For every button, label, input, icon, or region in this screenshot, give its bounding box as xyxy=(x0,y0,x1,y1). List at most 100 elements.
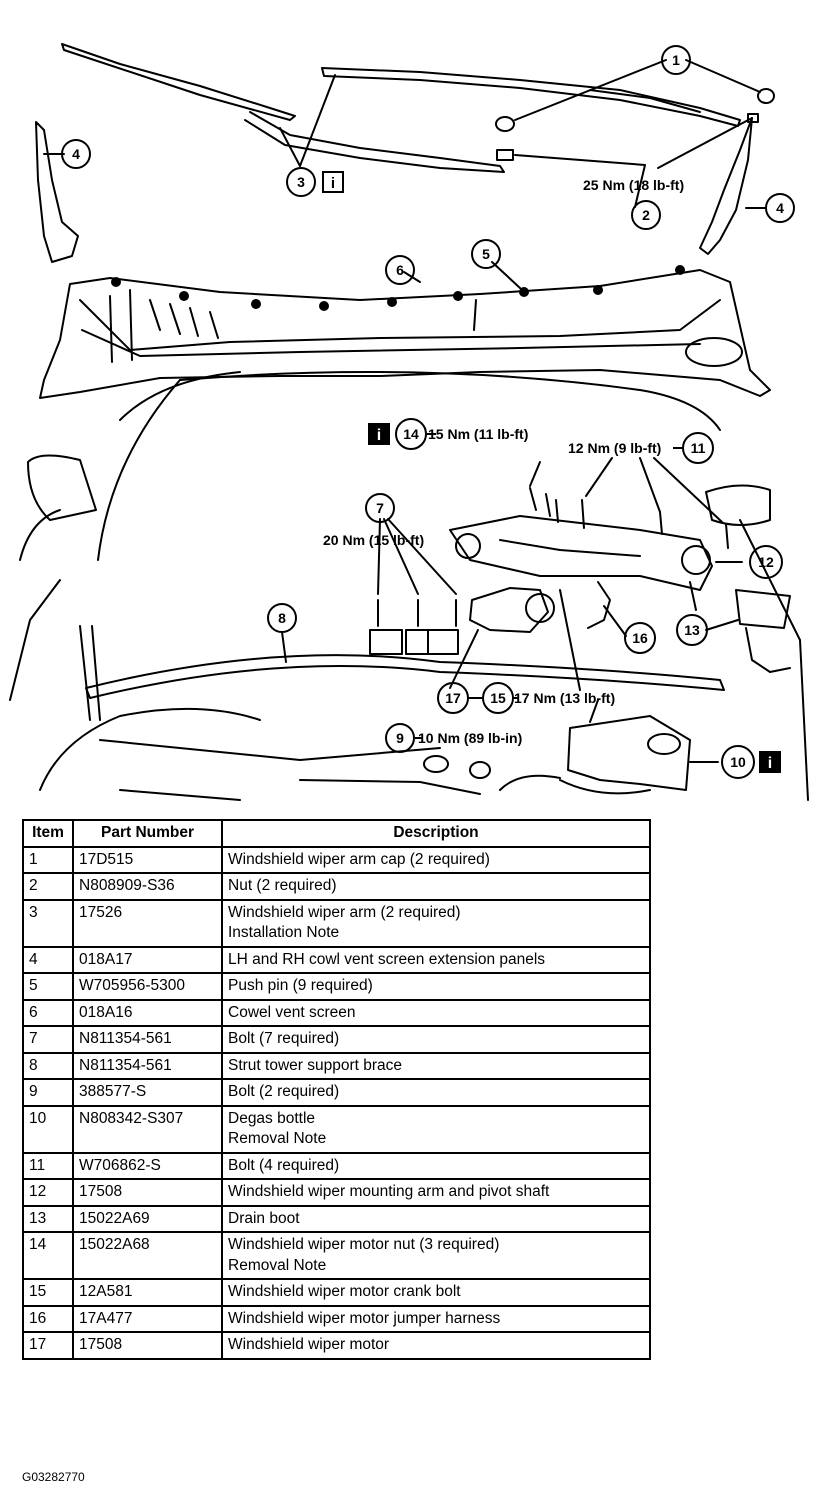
description-text: Drain boot xyxy=(228,1209,300,1227)
info-icon-10: i xyxy=(759,751,781,773)
description-text: Windshield wiper motor jumper harness xyxy=(228,1309,501,1327)
item-number: 10 xyxy=(22,1104,74,1154)
part-number: N808342-S307 xyxy=(72,1104,223,1154)
part-number: W705956-5300 xyxy=(72,972,223,1001)
part-description: Nut (2 required) xyxy=(221,872,651,901)
description-text: LH and RH cowl vent screen extension pan… xyxy=(228,950,546,968)
callout-8: 8 xyxy=(278,610,286,626)
callouts: 1 2 3 4 4 5 6 7 8 9 10 11 12 13 14 15 16… xyxy=(61,45,795,779)
part-number: N811354-561 xyxy=(72,1025,223,1054)
description-note: Removal Note xyxy=(228,1130,327,1147)
callout-1: 1 xyxy=(672,52,680,68)
part-description: Bolt (7 required) xyxy=(221,1025,651,1054)
part-number: 17A477 xyxy=(72,1304,223,1333)
item-number: 7 xyxy=(22,1025,74,1054)
drain-boot xyxy=(735,589,791,629)
callout-3: 3 xyxy=(297,174,305,190)
callout-12: 12 xyxy=(758,554,774,570)
part-number: 17508 xyxy=(72,1331,223,1360)
wiper-arm-right xyxy=(321,67,741,127)
item-number: 3 xyxy=(22,898,74,948)
svg-text:i: i xyxy=(768,755,772,772)
item-number: 14 xyxy=(22,1231,74,1280)
item-number: 5 xyxy=(22,972,74,1001)
description-text: Windshield wiper arm (2 required) xyxy=(228,903,461,921)
item-number: 4 xyxy=(22,945,74,974)
item-number: 8 xyxy=(22,1051,74,1080)
part-description: Windshield wiper motor crank bolt xyxy=(221,1278,651,1307)
part-number: N811354-561 xyxy=(72,1051,223,1080)
callout-13: 13 xyxy=(684,622,700,638)
wiper-arm-nut xyxy=(496,149,514,161)
cowl-extension-panel-left xyxy=(35,121,79,263)
callout-9: 9 xyxy=(396,730,404,746)
header-part-number: Part Number xyxy=(72,819,223,848)
part-description: Windshield wiper motor xyxy=(221,1331,651,1360)
callout-5: 5 xyxy=(482,246,490,262)
header-item: Item xyxy=(22,819,74,848)
description-text: Windshield wiper arm cap (2 required) xyxy=(228,850,490,868)
callout-16: 16 xyxy=(632,630,648,646)
item-number: 1 xyxy=(22,845,74,874)
item-number: 2 xyxy=(22,872,74,901)
callout-4-right: 4 xyxy=(776,200,784,216)
item-number: 16 xyxy=(22,1304,74,1333)
description-text: Degas bottle xyxy=(228,1109,316,1127)
item-number: 17 xyxy=(22,1331,74,1360)
description-note: Removal Note xyxy=(228,1256,327,1274)
svg-text:i: i xyxy=(331,175,335,192)
part-number: N808909-S36 xyxy=(72,872,223,901)
torque-label-11: 12 Nm (9 lb-ft) xyxy=(568,440,661,456)
item-number: 15 xyxy=(22,1278,74,1307)
item-number: 12 xyxy=(22,1178,74,1207)
info-icon-14: i xyxy=(368,423,390,445)
cowl-extension-panel-right xyxy=(699,117,753,255)
callout-4-left: 4 xyxy=(72,146,80,162)
part-description: Windshield wiper arm cap (2 required) xyxy=(221,845,651,874)
header-description: Description xyxy=(221,819,651,848)
item-number: 13 xyxy=(22,1204,74,1233)
part-description: Windshield wiper motor nut (3 required) R… xyxy=(221,1231,651,1280)
callout-14: 14 xyxy=(403,426,419,442)
part-number: 018A17 xyxy=(72,945,223,974)
part-description: Strut tower support brace xyxy=(221,1051,651,1080)
push-pins xyxy=(111,265,685,311)
callout-11: 11 xyxy=(691,440,706,456)
svg-text:i: i xyxy=(377,427,381,444)
part-description: Bolt (4 required) xyxy=(221,1151,651,1180)
description-text: Strut tower support brace xyxy=(228,1056,403,1074)
part-number: 388577-S xyxy=(72,1078,223,1107)
torque-label-2: 25 Nm (18 lb-ft) xyxy=(583,177,684,193)
wiper-arm-left xyxy=(61,43,505,173)
torque-label-14: 15 Nm (11 lb-ft) xyxy=(428,426,528,442)
description-text: Cowel vent screen xyxy=(228,1003,356,1021)
parts-table-header: Item Part Number Description xyxy=(22,819,651,848)
torque-label-15: 17 Nm (13 lb-ft) xyxy=(514,690,615,706)
callout-7: 7 xyxy=(376,500,384,516)
callout-15: 15 xyxy=(490,690,506,706)
part-description: Windshield wiper motor jumper harness xyxy=(221,1304,651,1333)
item-number: 9 xyxy=(22,1078,74,1107)
description-text: Bolt (7 required) xyxy=(228,1030,340,1047)
description-text: Windshield wiper motor nut (3 required) xyxy=(228,1236,500,1253)
description-text: Bolt (4 required) xyxy=(228,1156,340,1174)
wiper-arm-cap xyxy=(495,116,515,132)
part-number: 17D515 xyxy=(72,845,223,874)
